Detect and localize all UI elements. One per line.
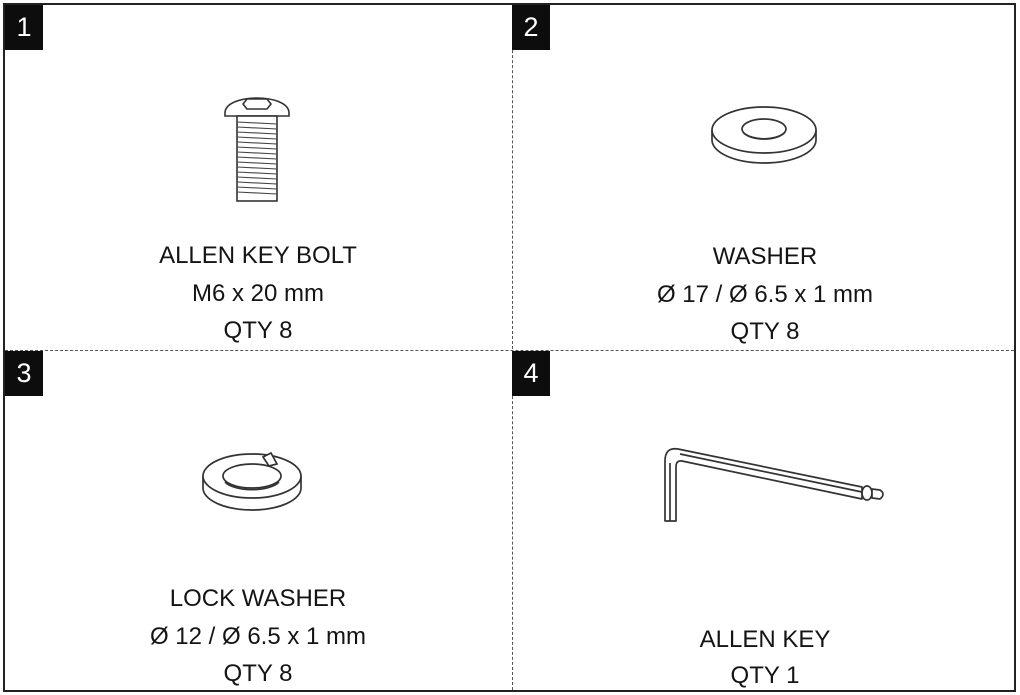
part-number-badge: 1 — [5, 5, 43, 50]
part-name: WASHER — [712, 243, 818, 270]
allen-key-icon — [662, 441, 897, 536]
vertical-divider — [512, 5, 513, 690]
part-name: ALLEN KEY BOLT — [159, 242, 357, 269]
part-cell-1: 1 ALLEN KEY BOL — [5, 5, 511, 349]
part-name: ALLEN KEY — [699, 626, 831, 653]
part-spec: Ø 17 / Ø 6.5 x 1 mm — [656, 281, 874, 308]
part-quantity: QTY 8 — [223, 660, 293, 687]
part-number-badge: 3 — [5, 351, 43, 396]
part-number-badge: 4 — [512, 351, 550, 396]
part-quantity: QTY 1 — [730, 662, 800, 689]
part-spec: Ø 12 / Ø 6.5 x 1 mm — [149, 623, 367, 650]
part-spec: M6 x 20 mm — [191, 280, 325, 307]
horizontal-divider — [5, 350, 1014, 351]
allen-key-bolt-icon — [217, 83, 307, 213]
hardware-parts-sheet: 1 ALLEN KEY BOL — [3, 3, 1016, 692]
part-name: LOCK WASHER — [169, 585, 347, 612]
part-number-badge: 2 — [512, 5, 550, 50]
part-cell-2: 2 WASHER Ø 17 / Ø 6.5 x 1 mm QTY 8 — [512, 5, 1018, 349]
part-cell-4: 4 ALLEN KEY QTY 1 — [512, 351, 1018, 695]
part-cell-3: 3 LOCK WASHER Ø 12 / Ø 6.5 x 1 mm QTY 8 — [5, 351, 511, 695]
part-quantity: QTY 8 — [730, 318, 800, 345]
washer-icon — [709, 100, 819, 175]
part-quantity: QTY 8 — [223, 317, 293, 344]
lock-washer-icon — [197, 444, 307, 521]
